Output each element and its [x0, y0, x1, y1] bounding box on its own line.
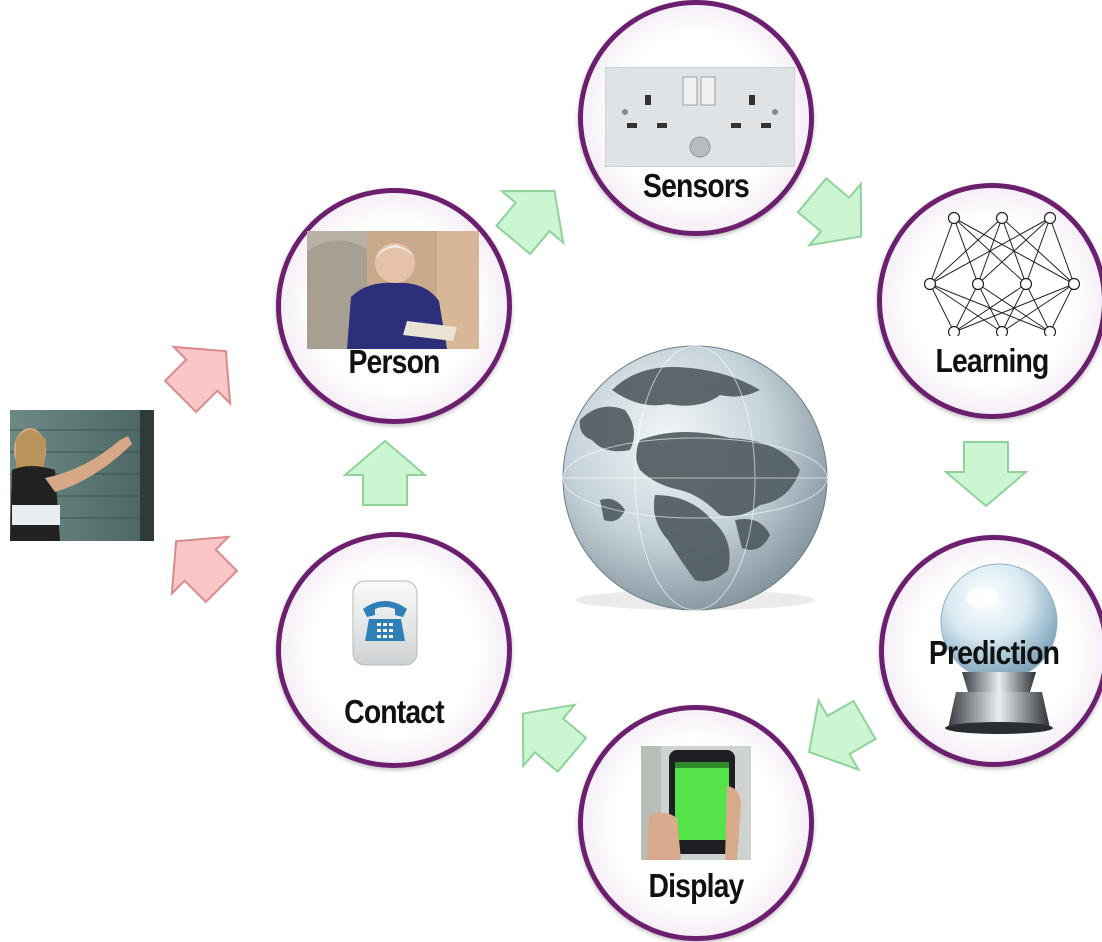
elderly-person-photo: [307, 231, 479, 349]
node-label-prediction: Prediction: [928, 634, 1060, 671]
neural-network-icon: [920, 206, 1080, 336]
node-person: Person: [276, 188, 512, 424]
arrow-learning-to-prediction: [945, 441, 1027, 507]
telephone-icon: [351, 579, 419, 667]
node-display: Display: [578, 705, 814, 941]
node-sensors: Sensors: [578, 0, 814, 236]
node-contact: Contact: [276, 532, 512, 768]
arrow-display-to-contact: [496, 681, 599, 787]
node-learning: Learning: [877, 183, 1102, 419]
visitor-photo: [10, 410, 154, 541]
arrow-contact-to-visitor: [146, 511, 251, 616]
crystal-ball-icon: [934, 560, 1064, 740]
smartphone-icon: [641, 746, 751, 860]
node-label-sensors: Sensors: [643, 167, 750, 204]
arrow-visitor-to-person: [151, 321, 256, 426]
node-label-learning: Learning: [935, 342, 1050, 379]
arrow-sensors-to-learning: [785, 163, 888, 269]
globe-icon: [562, 345, 828, 611]
arrow-contact-to-person: [344, 440, 426, 506]
power-socket-icon: [605, 67, 795, 167]
node-prediction: Prediction: [879, 535, 1102, 767]
node-label-contact: Contact: [344, 693, 444, 730]
node-label-display: Display: [648, 867, 745, 904]
node-label-person: Person: [348, 343, 440, 380]
arrow-prediction-to-display: [788, 684, 886, 788]
